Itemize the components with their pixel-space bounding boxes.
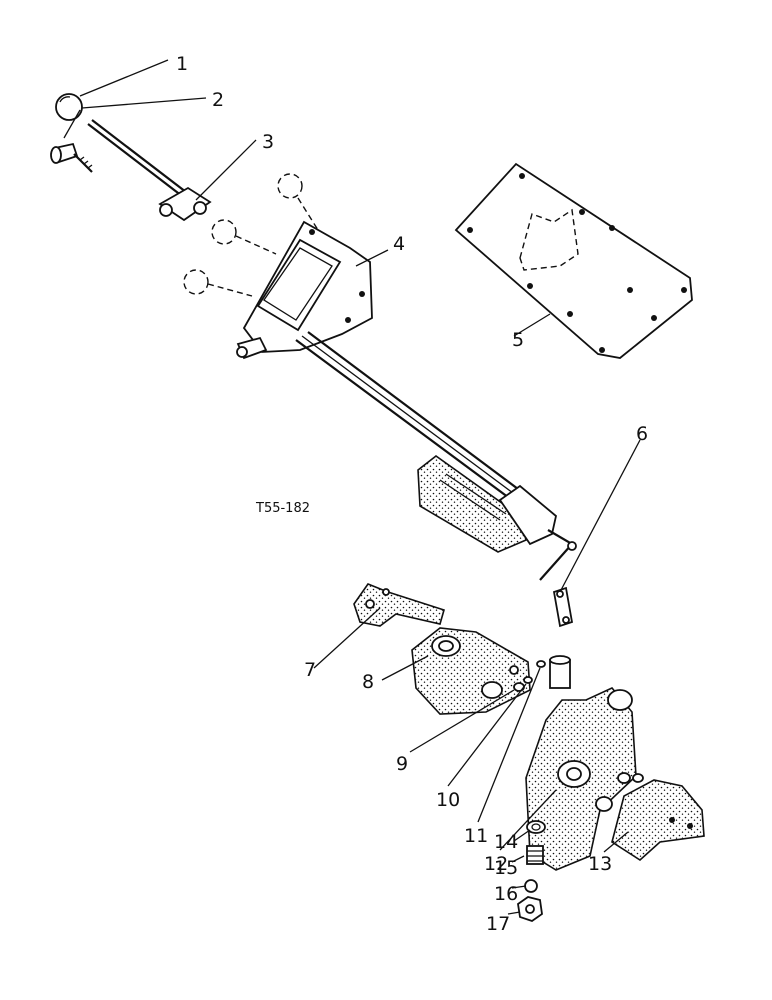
callout-4: 4 — [393, 233, 405, 255]
part-14-washer — [526, 820, 546, 834]
part-11-o-ring — [536, 660, 546, 668]
callout-17: 17 — [486, 913, 510, 935]
part-1-knob — [55, 93, 83, 121]
part-9-o-ring — [513, 682, 525, 692]
callout-1: 1 — [176, 53, 188, 75]
part-4-gate-bracket — [183, 173, 373, 360]
part-5-cover-plate — [454, 162, 693, 359]
callout-16: 16 — [494, 883, 518, 905]
part-16-ball — [524, 879, 538, 893]
callout-8: 8 — [362, 671, 374, 693]
part-7-bracket — [353, 583, 445, 627]
part-6-link — [552, 586, 574, 628]
control-shaft — [295, 331, 577, 581]
part-2-pin — [50, 142, 93, 173]
callout-7: 7 — [304, 659, 316, 681]
callout-5: 5 — [512, 329, 524, 351]
leader-lines — [63, 59, 641, 915]
callout-6: 6 — [636, 423, 648, 445]
callout-3: 3 — [262, 131, 274, 153]
callout-9: 9 — [396, 753, 408, 775]
callout-11: 11 — [464, 825, 488, 847]
callout-15: 15 — [494, 857, 518, 879]
callout-2: 2 — [212, 89, 224, 111]
callout-12: 12 — [484, 853, 508, 875]
part-8-valve-housing — [411, 627, 531, 715]
part-13-end-cover — [611, 779, 705, 862]
callout-13: 13 — [588, 853, 612, 875]
drawing-reference-code: T55-182 — [255, 501, 310, 516]
part-15-fitting — [526, 845, 544, 865]
part-3-rod-clevis — [87, 119, 212, 222]
part-12-valve-body — [525, 655, 644, 871]
callout-10: 10 — [436, 789, 460, 811]
callout-labels: 1 2 3 4 5 6 7 8 9 10 11 12 13 14 15 16 1… — [176, 53, 648, 935]
part-10-o-ring — [523, 676, 533, 684]
part-17-nut — [517, 896, 543, 922]
callout-14: 14 — [494, 831, 518, 853]
